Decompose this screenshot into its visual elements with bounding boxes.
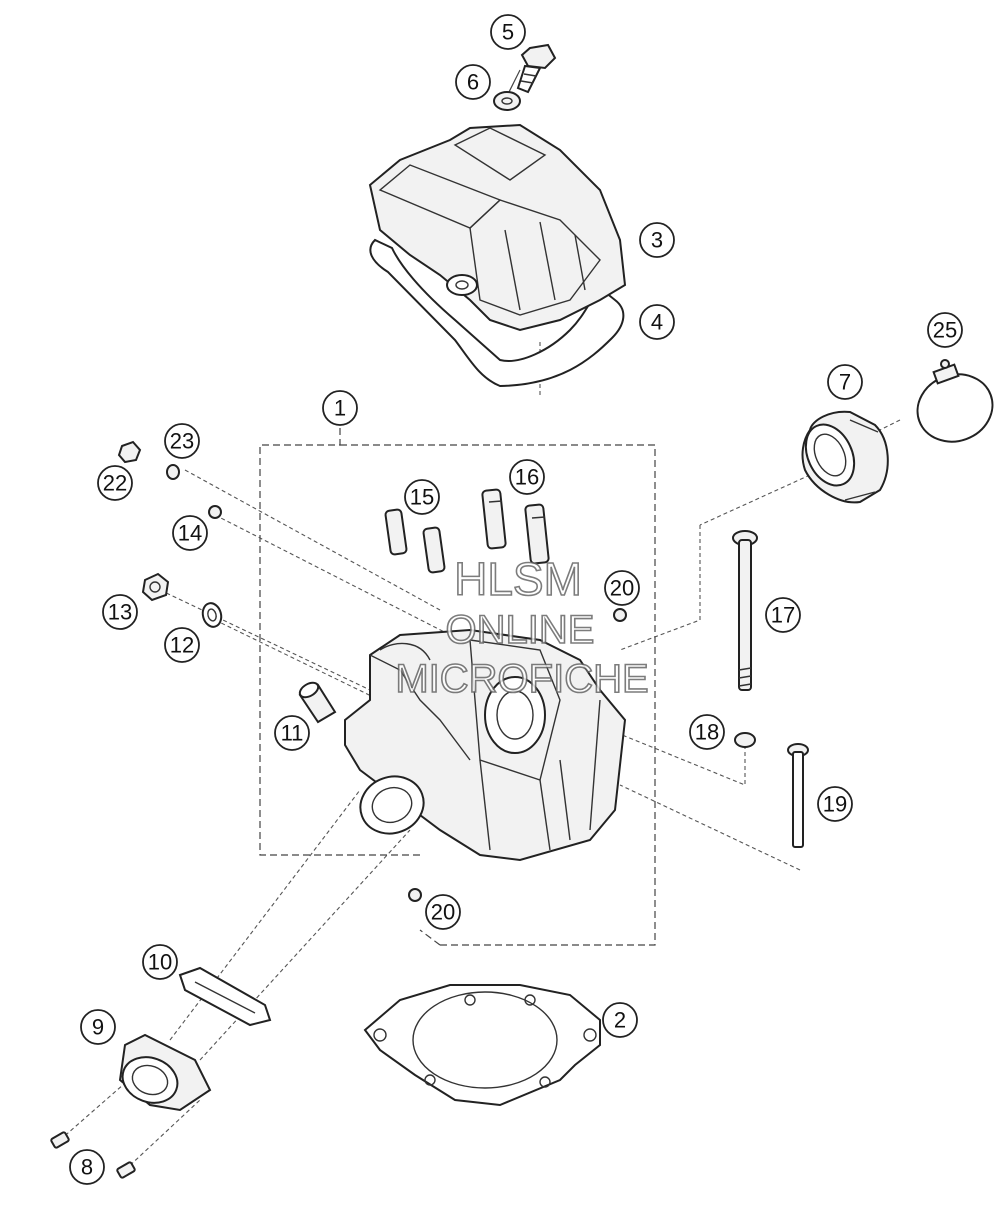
callout-label: 20 bbox=[431, 900, 455, 925]
nut-part-13 bbox=[141, 572, 170, 602]
plug-part-22 bbox=[117, 440, 142, 464]
callout-label: 19 bbox=[823, 792, 847, 817]
callout-label: 12 bbox=[170, 633, 194, 658]
callout-16: 16 bbox=[509, 459, 545, 495]
intake-rubber-part-7 bbox=[801, 410, 889, 504]
head-gasket-part-2 bbox=[363, 984, 601, 1107]
callout-12: 12 bbox=[164, 627, 200, 663]
callout-label: 23 bbox=[170, 429, 194, 454]
callout-8: 8 bbox=[69, 1149, 105, 1185]
callout-7: 7 bbox=[827, 364, 863, 400]
callout-label: 6 bbox=[467, 70, 479, 95]
callout-6: 6 bbox=[455, 64, 491, 100]
callout-17: 17 bbox=[765, 597, 801, 633]
callout-label: 15 bbox=[410, 485, 434, 510]
clamp-part-25 bbox=[916, 359, 994, 443]
callout-label: 9 bbox=[92, 1015, 104, 1040]
callout-18: 18 bbox=[689, 714, 725, 750]
intake-gasket-part-10 bbox=[178, 966, 272, 1027]
callout-label: 5 bbox=[502, 20, 514, 45]
valve-cover-gasket-part-4 bbox=[369, 238, 625, 388]
bolt-part-5 bbox=[516, 43, 557, 94]
callout-19: 19 bbox=[817, 786, 853, 822]
callout-4: 4 bbox=[639, 304, 675, 340]
callout-10: 10 bbox=[142, 944, 178, 980]
callout-20-lower: 20 bbox=[425, 894, 461, 930]
callout-22: 22 bbox=[97, 465, 133, 501]
callout-label: 11 bbox=[281, 721, 304, 746]
callout-label: 8 bbox=[81, 1155, 93, 1180]
callout-label: 3 bbox=[651, 228, 663, 253]
callout-5: 5 bbox=[490, 14, 526, 50]
valve-cover-part-3 bbox=[368, 123, 627, 332]
callout-1: 1 bbox=[322, 390, 358, 426]
o-ring-part-12 bbox=[201, 602, 223, 628]
washer-part-6 bbox=[493, 91, 521, 111]
callout-label: 18 bbox=[695, 720, 719, 745]
callout-label: 4 bbox=[651, 310, 663, 335]
callout-label: 2 bbox=[614, 1008, 626, 1033]
cylinder-head-part-1 bbox=[344, 628, 627, 862]
callout-label: 7 bbox=[839, 370, 851, 395]
callout-23: 23 bbox=[164, 423, 200, 459]
bolts-part-8 bbox=[50, 1131, 136, 1179]
dowel-part-20-upper bbox=[613, 608, 627, 622]
callout-3: 3 bbox=[639, 222, 675, 258]
callout-label: 10 bbox=[148, 950, 172, 975]
screw-part-14 bbox=[208, 505, 222, 519]
watermark-line-1: HLSM bbox=[454, 553, 582, 605]
stud-part-17 bbox=[732, 530, 758, 691]
watermark-line-2: ONLINE bbox=[446, 608, 595, 652]
callout-14: 14 bbox=[172, 515, 208, 551]
callout-13: 13 bbox=[102, 594, 138, 630]
callout-label: 22 bbox=[103, 471, 127, 496]
watermark-line-3: MICROFICHE bbox=[395, 657, 648, 701]
callout-label: 25 bbox=[933, 318, 957, 343]
callout-label: 14 bbox=[178, 521, 202, 546]
callout-15: 15 bbox=[404, 479, 440, 515]
callout-11: 11 bbox=[274, 715, 310, 751]
intake-flange-part-9 bbox=[118, 1033, 212, 1112]
callout-label: 13 bbox=[108, 600, 132, 625]
washer-part-23 bbox=[166, 464, 180, 480]
callout-label: 1 bbox=[334, 396, 346, 421]
cylinder-head-group-box bbox=[259, 428, 656, 946]
callout-label: 17 bbox=[771, 603, 795, 628]
callout-25: 25 bbox=[927, 312, 963, 348]
dowel-part-20-lower bbox=[408, 888, 422, 902]
valve-guides-part-16 bbox=[481, 488, 550, 565]
callout-label: 20 bbox=[610, 576, 634, 601]
callout-9: 9 bbox=[80, 1009, 116, 1045]
watermark: HLSM ONLINE MICROFICHE bbox=[395, 552, 650, 702]
sleeve-part-11 bbox=[298, 681, 337, 724]
valve-guides-part-15 bbox=[384, 508, 446, 574]
washer-part-18 bbox=[734, 732, 756, 748]
callout-20-upper: 20 bbox=[604, 570, 640, 606]
callout-label: 16 bbox=[515, 465, 539, 490]
bolt-part-19 bbox=[787, 743, 809, 848]
callout-2: 2 bbox=[602, 1002, 638, 1038]
